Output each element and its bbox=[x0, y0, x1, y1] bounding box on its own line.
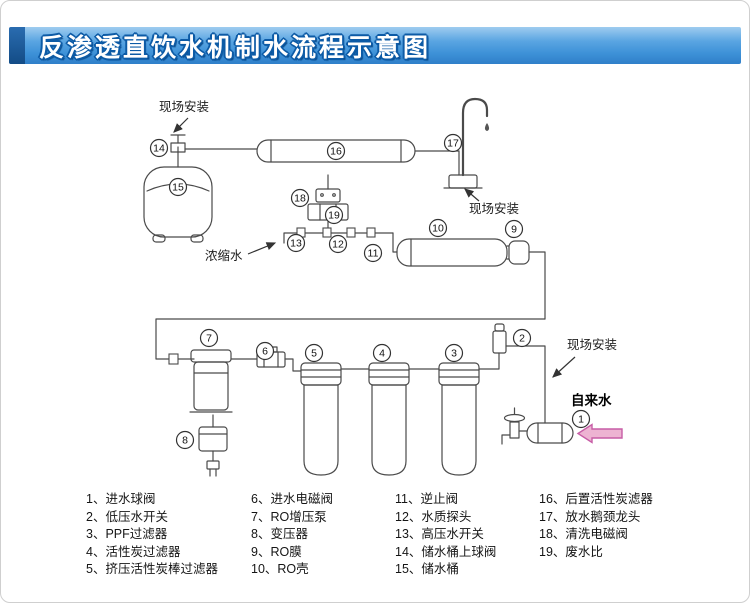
tap-valve bbox=[501, 407, 526, 445]
callout-5: 5 bbox=[304, 343, 324, 363]
legend-item: 15、储水桶 bbox=[395, 562, 459, 576]
svg-text:4: 4 bbox=[379, 348, 385, 360]
ro-housing bbox=[396, 238, 508, 267]
legend-item: 9、RO膜 bbox=[251, 544, 302, 559]
legend-item: 18、清洗电磁阀 bbox=[539, 527, 628, 541]
pipework bbox=[155, 146, 546, 462]
legend-column-1: 1、进水球阀 2、低压水开关 3、PPF过滤器 4、活性炭过滤器 5、挤压活性炭… bbox=[86, 491, 218, 579]
label-site-install-top: 现场安装 bbox=[159, 99, 209, 114]
booster-pump bbox=[189, 349, 233, 413]
legend-item: 12、水质探头 bbox=[395, 509, 472, 524]
legend-item: 5、挤压活性炭棒过滤器 bbox=[86, 562, 218, 576]
callout-3: 3 bbox=[444, 343, 464, 363]
legend-item: 7、RO增压泵 bbox=[251, 509, 327, 524]
callout-18: 18 bbox=[290, 188, 310, 208]
gooseneck-faucet bbox=[443, 97, 490, 189]
svg-text:19: 19 bbox=[328, 210, 340, 222]
callout-2: 2 bbox=[512, 328, 532, 348]
leader-site-install-top bbox=[173, 117, 189, 133]
svg-text:15: 15 bbox=[172, 182, 184, 194]
line-fittings bbox=[168, 227, 376, 365]
svg-text:11: 11 bbox=[368, 248, 379, 260]
legend-item: 8、变压器 bbox=[251, 527, 308, 541]
legend-item: 11、逆止阀 bbox=[395, 492, 458, 506]
legend-item: 13、高压水开关 bbox=[395, 527, 484, 541]
low-pressure-switch bbox=[492, 323, 507, 354]
svg-text:8: 8 bbox=[182, 435, 188, 447]
svg-text:13: 13 bbox=[290, 238, 302, 250]
callout-16: 16 bbox=[326, 141, 346, 161]
callout-17: 17 bbox=[443, 133, 463, 153]
svg-text:9: 9 bbox=[511, 224, 517, 236]
callout-6: 6 bbox=[255, 341, 275, 361]
svg-text:16: 16 bbox=[330, 146, 342, 158]
post-carbon-filter bbox=[256, 139, 416, 163]
legend-item: 16、后置活性炭滤器 bbox=[539, 492, 653, 506]
svg-text:3: 3 bbox=[451, 348, 457, 360]
legend-item: 6、进水电磁阀 bbox=[251, 492, 333, 506]
callout-8: 8 bbox=[175, 430, 195, 450]
callout-15: 15 bbox=[168, 177, 188, 197]
svg-text:7: 7 bbox=[206, 333, 212, 345]
svg-text:14: 14 bbox=[153, 143, 165, 155]
legend-item: 14、储水桶上球阀 bbox=[395, 544, 497, 559]
filter-housing-3 bbox=[438, 362, 480, 476]
title-bar: 反渗透直饮水机制水流程示意图 bbox=[9, 27, 741, 64]
svg-text:12: 12 bbox=[332, 239, 344, 251]
flow-diagram: 现场安装 现场安装 现场安装 浓缩水 自来水 1 2 3 4 5 6 7 8 9… bbox=[143, 97, 623, 477]
svg-text:6: 6 bbox=[262, 346, 268, 358]
callout-1: 1 bbox=[571, 409, 591, 429]
legend-item: 10、RO壳 bbox=[251, 562, 309, 576]
svg-text:2: 2 bbox=[519, 333, 525, 345]
title-accent-block bbox=[9, 27, 25, 64]
label-concentrate: 浓缩水 bbox=[205, 248, 243, 263]
callout-12: 12 bbox=[328, 234, 348, 254]
callout-9: 9 bbox=[504, 219, 524, 239]
label-site-install-inlet: 现场安装 bbox=[567, 337, 617, 352]
callout-11: 11 bbox=[363, 243, 383, 263]
page-title: 反渗透直饮水机制水流程示意图 bbox=[39, 33, 432, 62]
inlet-fitting bbox=[526, 422, 574, 444]
legend-column-4: 16、后置活性炭滤器 17、放水鹅颈龙头 18、清洗电磁阀 19、废水比 bbox=[539, 491, 653, 561]
callout-4: 4 bbox=[372, 343, 392, 363]
leader-concentrate bbox=[247, 242, 277, 255]
svg-text:10: 10 bbox=[432, 223, 444, 235]
filter-housing-5 bbox=[300, 362, 342, 476]
tap-water-arrow bbox=[576, 423, 623, 444]
ro-endcap bbox=[506, 240, 530, 265]
label-site-install-faucet: 现场安装 bbox=[469, 201, 519, 216]
transformer bbox=[198, 426, 228, 477]
legend-item: 2、低压水开关 bbox=[86, 509, 168, 524]
callout-14: 14 bbox=[149, 138, 169, 158]
svg-text:17: 17 bbox=[447, 138, 459, 150]
legend-item: 1、进水球阀 bbox=[86, 492, 156, 506]
svg-text:1: 1 bbox=[578, 414, 584, 426]
legend-item: 4、活性炭过滤器 bbox=[86, 544, 181, 559]
svg-text:5: 5 bbox=[311, 348, 317, 360]
legend-column-2: 6、进水电磁阀 7、RO增压泵 8、变压器 9、RO膜 10、RO壳 bbox=[251, 491, 333, 579]
callout-10: 10 bbox=[428, 218, 448, 238]
callout-13: 13 bbox=[286, 233, 306, 253]
legend-column-3: 11、逆止阀 12、水质探头 13、高压水开关 14、储水桶上球阀 15、储水桶 bbox=[395, 491, 496, 579]
callout-7: 7 bbox=[199, 328, 219, 348]
leader-site-install-inlet bbox=[552, 356, 576, 378]
leader-site-install-faucet bbox=[464, 188, 480, 202]
tank-ball-valve bbox=[170, 134, 186, 153]
legend-item: 19、废水比 bbox=[539, 544, 603, 559]
callout-19: 19 bbox=[324, 205, 344, 225]
legend-item: 3、PPF过滤器 bbox=[86, 527, 168, 541]
label-tap-water: 自来水 bbox=[571, 392, 612, 408]
svg-text:18: 18 bbox=[294, 193, 306, 205]
legend-item: 17、放水鹅颈龙头 bbox=[539, 509, 641, 524]
filter-housing-4 bbox=[368, 362, 410, 476]
